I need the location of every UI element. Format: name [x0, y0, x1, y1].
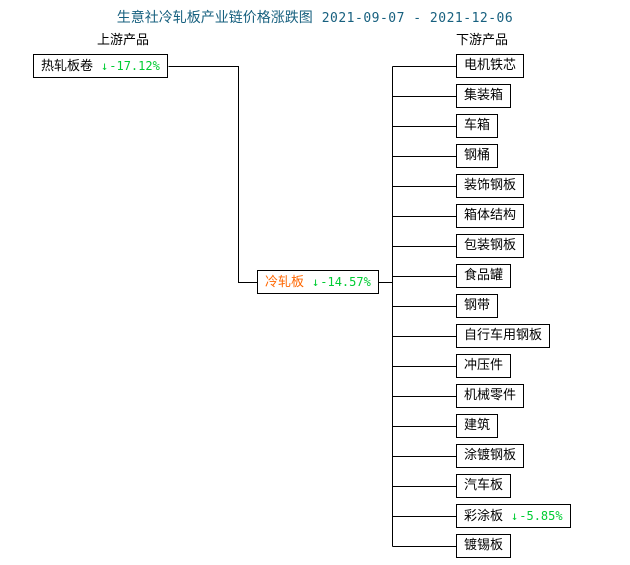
upstream-node[interactable]: 热轧板卷 ↓-17.12%: [33, 54, 168, 78]
node-change-value: -17.12%: [109, 59, 160, 73]
node-name: 钢带: [464, 298, 491, 313]
node-name: 冲压件: [464, 358, 504, 373]
downstream-node[interactable]: 集装箱: [456, 84, 512, 108]
date-range: 2021-09-07 - 2021-12-06: [321, 11, 514, 26]
center-node[interactable]: 冷轧板 ↓-14.57%: [257, 270, 379, 294]
node-name: 集装箱: [464, 88, 504, 103]
arrow-down-icon: ↓: [101, 59, 110, 73]
downstream-node[interactable]: 装饰钢板: [456, 174, 525, 198]
node-change-value: -14.57%: [320, 275, 371, 289]
downstream-node[interactable]: 冲压件: [456, 354, 512, 378]
downstream-node[interactable]: 涂镀钢板: [456, 444, 525, 468]
node-change-badge: ↓-5.85%: [511, 509, 563, 523]
downstream-node[interactable]: 汽车板: [456, 474, 512, 498]
downstream-column-header: 下游产品: [456, 33, 509, 48]
node-name: 镀锡板: [464, 538, 504, 553]
downstream-node[interactable]: 钢桶: [456, 144, 499, 168]
node-change-value: -5.85%: [519, 509, 563, 523]
node-name: 自行车用钢板: [464, 328, 543, 343]
node-name: 彩涂板: [464, 509, 504, 524]
node-name: 热轧板卷: [41, 59, 94, 74]
wire-upstream-to-center: [168, 65, 258, 284]
node-name: 装饰钢板: [464, 178, 517, 193]
node-name: 冷轧板: [265, 275, 305, 290]
node-name: 涂镀钢板: [464, 448, 517, 463]
node-name: 汽车板: [464, 478, 504, 493]
node-name: 食品罐: [464, 268, 504, 283]
node-name: 箱体结构: [464, 208, 517, 223]
node-name: 电机铁芯: [464, 58, 517, 73]
downstream-node[interactable]: 彩涂板 ↓-5.85%: [456, 504, 571, 528]
downstream-node[interactable]: 钢带: [456, 294, 499, 318]
page-title-text: 生意社冷轧板产业链价格涨跌图: [116, 10, 313, 26]
node-name: 车箱: [464, 118, 491, 133]
node-change-badge: ↓-14.57%: [312, 275, 371, 289]
downstream-node[interactable]: 食品罐: [456, 264, 512, 288]
downstream-node[interactable]: 自行车用钢板: [456, 324, 551, 348]
downstream-node[interactable]: 建筑: [456, 414, 499, 438]
downstream-node[interactable]: 车箱: [456, 114, 499, 138]
node-name: 建筑: [464, 418, 491, 433]
node-name: 包装钢板: [464, 238, 517, 253]
node-name: 机械零件: [464, 388, 517, 403]
downstream-node[interactable]: 箱体结构: [456, 204, 525, 228]
node-name: 钢桶: [464, 148, 491, 163]
node-change-badge: ↓-17.12%: [101, 59, 160, 73]
downstream-node[interactable]: 机械零件: [456, 384, 525, 408]
downstream-node[interactable]: 电机铁芯: [456, 54, 525, 78]
page-title: 生意社冷轧板产业链价格涨跌图 2021-09-07 - 2021-12-06: [0, 7, 630, 27]
downstream-node[interactable]: 包装钢板: [456, 234, 525, 258]
downstream-node[interactable]: 镀锡板: [456, 534, 512, 558]
upstream-column-header: 上游产品: [97, 33, 150, 48]
arrow-down-icon: ↓: [511, 509, 520, 523]
arrow-down-icon: ↓: [312, 275, 321, 289]
